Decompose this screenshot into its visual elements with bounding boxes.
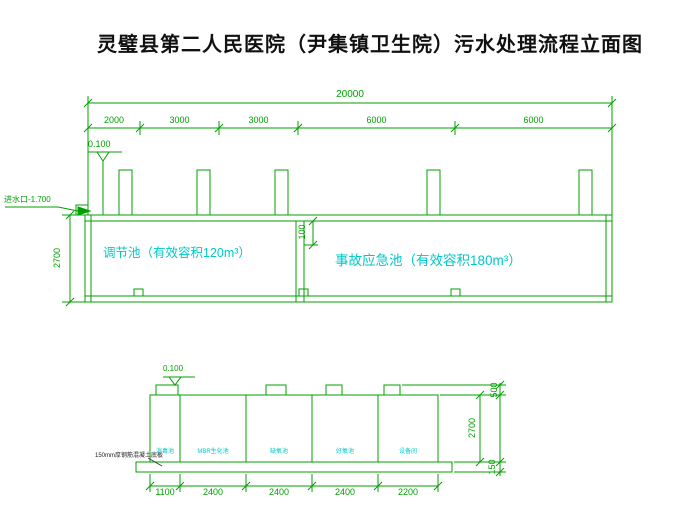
segment-dimension-label: 2000 <box>103 115 125 125</box>
compartment-label: 消毒池 <box>155 449 174 455</box>
right-dimension-label: 500 <box>489 382 499 398</box>
bottom-dimension-label: 2400 <box>202 487 224 497</box>
compartment-label: 设备间 <box>398 449 417 455</box>
segment-dimension-label: 6000 <box>366 115 387 125</box>
bottom-dimension-label: 2400 <box>334 487 356 497</box>
drawing-title: 灵璧县第二人民医院（尹集镇卫生院）污水处理流程立面图 <box>97 34 643 56</box>
elevation-mark-bottom: 0.100 <box>163 364 184 373</box>
height-dimension-label: 2700 <box>52 247 62 269</box>
tank-label-emergency: 事故应急池（有效容积180m³） <box>335 253 522 268</box>
inlet-label: 进水口-1.700 <box>4 195 51 204</box>
compartment-label: MBR生化池 <box>197 449 229 455</box>
right-dimension-label: 150 <box>487 459 497 475</box>
slab-note: 150mm厚钢筋混凝土底板 <box>95 453 164 459</box>
compartment-label: 好氧池 <box>335 449 354 455</box>
bottom-dimension-label: 2400 <box>268 487 290 497</box>
segment-dimension-label: 6000 <box>523 115 544 125</box>
segment-dimension-label: 3000 <box>248 115 269 125</box>
bottom-dimension-label: 1100 <box>155 487 175 497</box>
gap-dimension-label: 100 <box>297 224 307 240</box>
segment-dimension-label: 3000 <box>169 115 190 125</box>
elevation-mark-top: 0.100 <box>88 139 111 149</box>
total-dimension-label: 20000 <box>336 89 364 100</box>
bottom-dimension-label: 2200 <box>397 487 419 497</box>
right-dimension-label: 2700 <box>467 417 477 439</box>
compartment-label: 缺氧池 <box>269 449 288 455</box>
tank-label-regulating: 调节池（有效容积120m³） <box>103 246 251 260</box>
